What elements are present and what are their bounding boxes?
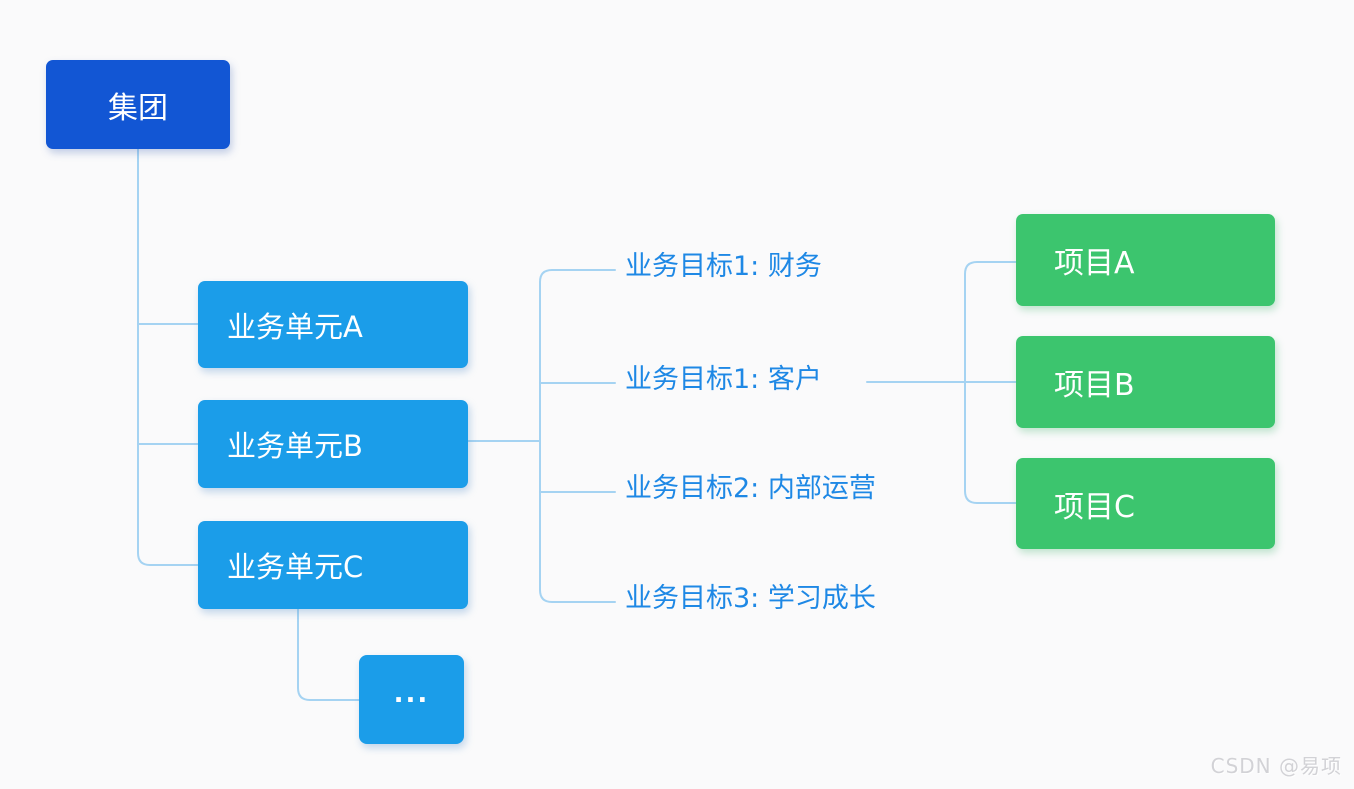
node-business-unit-b-label: 业务单元B — [227, 429, 363, 463]
node-business-unit-c: 业务单元C — [198, 521, 468, 609]
connector-projects-trunk — [964, 261, 1017, 504]
connector-root-to-unit-c — [137, 148, 199, 566]
node-business-unit-a: 业务单元A — [198, 281, 468, 368]
node-project-c-label: 项目C — [1054, 489, 1135, 525]
connector-goals-trunk — [539, 269, 616, 603]
node-project-b-label: 项目B — [1054, 368, 1135, 403]
node-group-root: 集团 — [46, 60, 230, 149]
goal-internal-ops-label: 业务目标2: 内部运营 — [625, 473, 876, 504]
node-project-a-label: 项目A — [1054, 246, 1135, 281]
node-project-b: 项目B — [1016, 336, 1275, 428]
node-project-c: 项目C — [1016, 458, 1275, 549]
csdn-watermark: CSDN @易项 — [1210, 754, 1342, 778]
goal-finance-label: 业务目标1: 财务 — [625, 251, 822, 282]
goal-learning-growth-label: 业务目标3: 学习成长 — [625, 583, 876, 614]
node-ellipsis-label: ... — [393, 678, 430, 709]
node-ellipsis: ... — [359, 655, 464, 744]
node-business-unit-b: 业务单元B — [198, 400, 468, 488]
node-project-a: 项目A — [1016, 214, 1275, 306]
goal-customer-label: 业务目标1: 客户 — [625, 364, 822, 395]
connector-unit-c-to-ellipsis — [297, 608, 360, 701]
node-business-unit-c-label: 业务单元C — [227, 550, 364, 584]
node-group-root-label: 集团 — [108, 90, 168, 126]
node-business-unit-a-label: 业务单元A — [227, 309, 363, 344]
